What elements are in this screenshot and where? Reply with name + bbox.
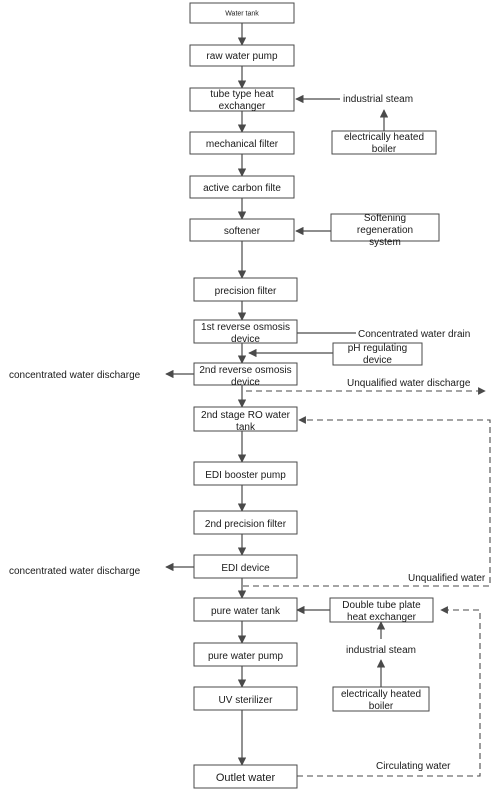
ro2-box [193, 362, 298, 386]
mechanical-filter-label: mechanical filter [206, 139, 279, 150]
softener-label: softener [224, 226, 261, 237]
outlet-water-label: Outlet water [216, 772, 276, 784]
water-tank-label: Water tank [225, 11, 259, 18]
outlet-water-box [193, 764, 298, 789]
boiler-label-line1: electrically heated [344, 132, 424, 143]
tube-heat-exchanger-label-line2: exchanger [219, 101, 266, 112]
side-flow-connectors [165, 94, 389, 687]
tube-heat-exchanger-label-line1: tube type heat [210, 89, 274, 100]
ph-regulating-box [332, 342, 423, 366]
double-tube-exchanger-box [329, 597, 434, 623]
concentrated-discharge-2-label: concentrated water discharge [9, 566, 141, 577]
raw-water-pump-box [189, 44, 295, 67]
edi-booster-pump-label: EDI booster pump [205, 470, 286, 481]
raw-water-pump-label: raw water pump [206, 51, 278, 62]
pure-water-pump-box [193, 642, 298, 667]
active-carbon-filter-label: active carbon filte [203, 183, 281, 194]
precision-filter-box [193, 277, 298, 302]
precision-filter-2-label: 2nd precision filter [205, 519, 287, 530]
pure-water-pump-label: pure water pump [208, 651, 283, 662]
precision-filter-label: precision filter [215, 286, 277, 297]
unqualified-discharge-label: Unqualified water discharge [347, 378, 471, 389]
softening-regeneration-box [330, 213, 440, 242]
pure-water-tank-label: pure water tank [211, 606, 281, 617]
ph-regulating-label-line2: device [363, 355, 392, 366]
double-tube-exchanger-label-line1: Double tube plate [342, 600, 421, 611]
active-carbon-filter-box [189, 175, 295, 199]
softening-regeneration-label-line3: system [369, 237, 401, 248]
uv-sterilizer-box [193, 686, 298, 711]
industrial-steam-label: industrial steam [343, 94, 413, 105]
ro1-label-line1: 1st reverse osmosis [201, 322, 290, 333]
tube-heat-exchanger-box [189, 87, 295, 112]
water-tank-box [189, 2, 295, 24]
edi-device-box [193, 554, 298, 579]
boiler-2-label-line2: boiler [369, 701, 394, 712]
boiler-box [331, 130, 437, 155]
dashed-unqualified-return [243, 416, 491, 587]
edi-booster-pump-box [193, 461, 298, 486]
ro2-label-line1: 2nd reverse osmosis [199, 365, 291, 376]
dashed-flow-connectors [243, 387, 491, 777]
ro-water-tank-label-line1: 2nd stage RO water [201, 410, 291, 421]
ro-water-tank-label-line2: tank [236, 422, 256, 433]
ph-regulating-label-line1: pH regulating [348, 343, 407, 354]
unqualified-water-label: Unqualified water [408, 573, 486, 584]
softening-regeneration-label-line1: Softening [364, 213, 406, 224]
softener-box [189, 218, 295, 242]
boiler-label-line2: boiler [372, 144, 397, 155]
circulating-water-label: Circulating water [376, 761, 451, 772]
mechanical-filter-box [189, 131, 295, 155]
boiler-2-label-line1: electrically heated [341, 689, 421, 700]
edi-device-label: EDI device [221, 563, 270, 574]
precision-filter-2-box [193, 510, 298, 535]
uv-sterilizer-label: UV sterilizer [219, 695, 274, 706]
ro-water-tank-box [193, 406, 298, 432]
ro1-label-line2: device [231, 334, 260, 345]
softening-regeneration-label-line2: regeneration [357, 225, 413, 236]
boiler-2-box [332, 686, 430, 712]
dashed-circulating-water [297, 606, 481, 777]
industrial-steam-2-label: industrial steam [346, 645, 416, 656]
ro1-box [193, 319, 298, 344]
process-boxes: Water tank raw water pump tube type heat… [9, 2, 486, 789]
double-tube-exchanger-label-line2: heat exchanger [347, 612, 417, 623]
concentrated-discharge-label: concentrated water discharge [9, 370, 141, 381]
ro2-label-line2: device [231, 377, 260, 388]
pure-water-tank-box [193, 597, 298, 622]
concentrated-drain-label: Concentrated water drain [358, 329, 470, 340]
